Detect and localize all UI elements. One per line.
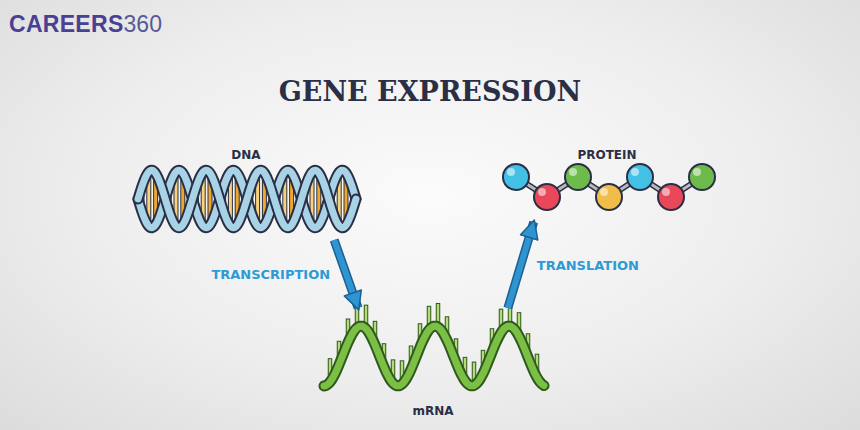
rna-backbone <box>324 326 544 386</box>
rna-backbone <box>324 326 544 386</box>
logo-text: CAREERS <box>9 11 124 38</box>
process-arrow <box>334 240 358 308</box>
process-arrow <box>334 240 358 308</box>
dna-helix <box>138 170 356 227</box>
illustration-group: PROTEIN <box>496 148 718 220</box>
part-label: mRNA <box>412 404 453 418</box>
step-label: TRANSLATION <box>537 258 639 273</box>
arrow-outline <box>334 240 358 308</box>
arrow-outline <box>508 222 534 308</box>
logo-text: 360 <box>124 11 162 38</box>
helix-strand <box>138 170 356 227</box>
step-label: TRANSCRIPTION <box>211 267 330 282</box>
helix-strand <box>138 170 356 227</box>
helix-strand <box>138 170 356 227</box>
mrna-strand <box>324 302 544 386</box>
part-label: PROTEIN <box>577 148 636 162</box>
process-arrow <box>508 222 534 308</box>
diagram-title: GENE EXPRESSION <box>0 76 860 107</box>
part-label: DNA <box>231 148 260 162</box>
illustration-group: mRNA <box>316 310 550 418</box>
protein-chain <box>503 164 715 210</box>
illustration-group: DNA <box>130 148 362 238</box>
brand-logo: CAREERS360 <box>9 11 162 38</box>
helix-strand <box>138 170 356 227</box>
process-arrow <box>508 222 534 308</box>
